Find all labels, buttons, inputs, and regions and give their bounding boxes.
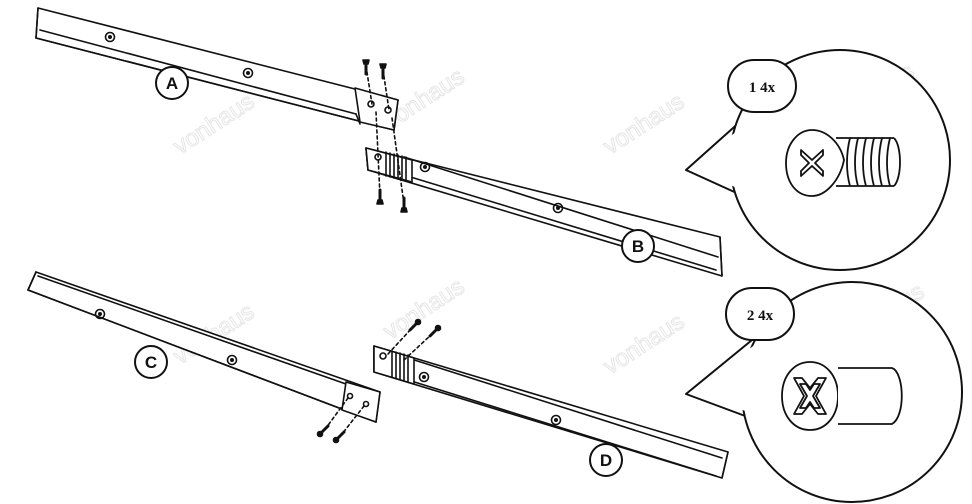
rail-hole xyxy=(418,371,430,383)
callout-1: 1 4x xyxy=(685,49,951,271)
callout-1-text: 1 4x xyxy=(749,80,776,96)
rail-d xyxy=(373,345,729,479)
rail-hole xyxy=(550,414,562,426)
callout-2: 2 4x xyxy=(685,281,963,503)
bracket-hole xyxy=(379,352,387,360)
rail-hole xyxy=(104,31,116,43)
screw-icon xyxy=(316,430,324,438)
bracket-hole xyxy=(346,392,354,400)
callout-2-text: 2 4x xyxy=(747,308,774,324)
screw-icon xyxy=(379,63,387,69)
watermark-text: vonhaus xyxy=(599,308,690,380)
rail-hole xyxy=(242,67,254,79)
rail-hole xyxy=(226,354,238,366)
watermark-text: vonhaus xyxy=(599,88,690,160)
part-letter-d: D xyxy=(600,451,612,470)
callout-1-label: 1 4x xyxy=(727,59,797,113)
screw-icon xyxy=(414,318,422,326)
callout-2-label: 2 4x xyxy=(725,287,795,341)
screw-icon xyxy=(332,436,340,444)
rail-b xyxy=(365,147,723,277)
countersunk-bolt-icon xyxy=(781,361,903,431)
screw-icon xyxy=(400,207,408,213)
rail-hole xyxy=(552,202,564,214)
part-label-a: A xyxy=(155,66,189,100)
watermark-text: vonhaus xyxy=(379,273,470,345)
rail-c xyxy=(27,271,381,423)
part-label-b: B xyxy=(621,229,655,263)
phillips-machine-screw-icon xyxy=(785,129,901,197)
screw-icon xyxy=(362,59,370,65)
screw-icon xyxy=(376,199,384,205)
part-letter-b: B xyxy=(632,237,644,256)
rail-hole xyxy=(419,161,431,173)
part-labels: A B C D xyxy=(134,66,655,477)
watermark-text: vonhaus xyxy=(169,88,260,160)
part-letter-a: A xyxy=(166,74,178,93)
part-letter-c: C xyxy=(145,353,157,372)
rail-hole xyxy=(94,308,106,320)
bracket-hole xyxy=(362,400,370,408)
screw-icon xyxy=(434,324,442,332)
screw-set-top xyxy=(362,59,408,213)
part-label-d: D xyxy=(589,443,623,477)
part-label-c: C xyxy=(134,345,168,379)
screw-set-bottom xyxy=(316,318,442,444)
bracket-hole xyxy=(367,100,375,108)
